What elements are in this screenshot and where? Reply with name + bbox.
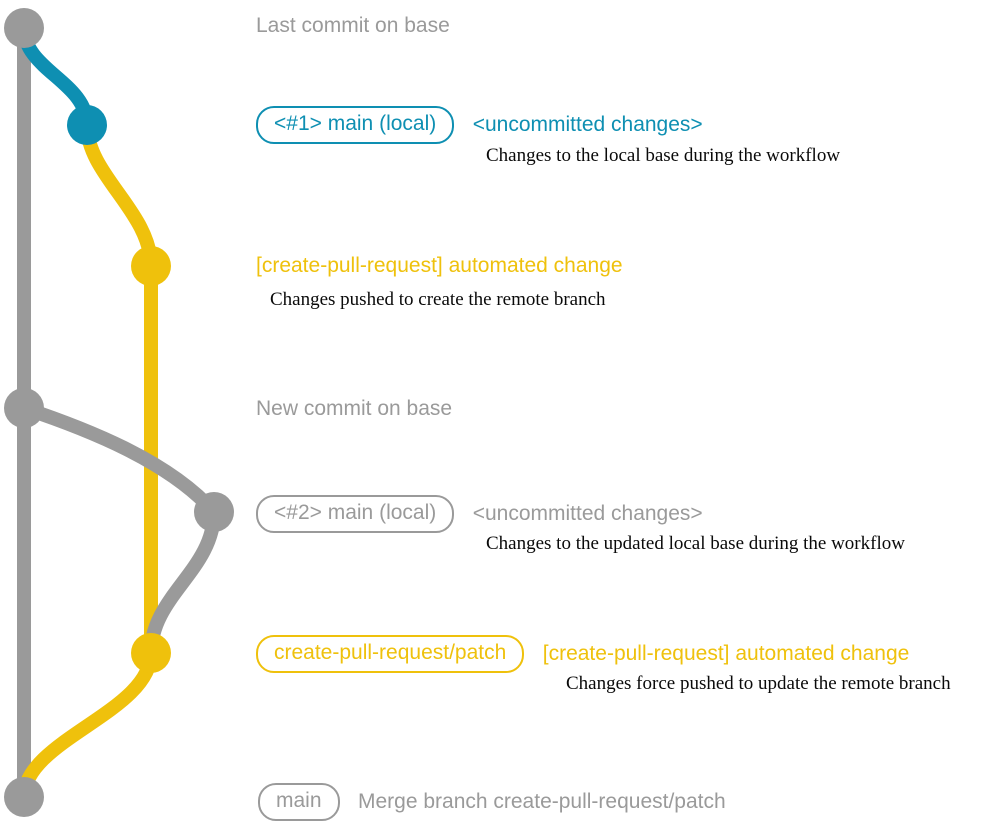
row-local-commit-1: <#1> main (local) <uncommitted changes> bbox=[256, 106, 703, 144]
node-local-uncommitted-2 bbox=[194, 492, 234, 532]
heading-last-commit-on-base: Last commit on base bbox=[256, 14, 450, 37]
row-last-commit: Last commit on base bbox=[256, 13, 450, 39]
edge-patchforce-to-merge bbox=[17, 646, 158, 804]
edge-base-to-local2 bbox=[17, 401, 221, 519]
node-patch-forced bbox=[131, 633, 171, 673]
row-patch-create: [create-pull-request] automated change bbox=[256, 254, 623, 278]
commit-title-uncommitted-2: <uncommitted changes> bbox=[472, 502, 703, 525]
branch-badge-main-local-1[interactable]: <#1> main (local) bbox=[256, 106, 455, 144]
node-local-uncommitted-1 bbox=[67, 105, 107, 145]
commit-subtitle-patch-force: Changes force pushed to update the remot… bbox=[566, 673, 951, 694]
node-base-new bbox=[4, 388, 44, 428]
row-merge-commit: main Merge branch create-pull-request/pa… bbox=[258, 783, 726, 821]
commit-subtitle-local-1: Changes to the local base during the wor… bbox=[486, 145, 841, 166]
node-patch-created bbox=[131, 246, 171, 286]
branch-badge-main-local-2[interactable]: <#2> main (local) bbox=[256, 495, 455, 533]
branch-badge-main[interactable]: main bbox=[258, 783, 340, 821]
row-local-commit-2: <#2> main (local) <uncommitted changes> bbox=[256, 495, 703, 533]
node-base-merge bbox=[4, 777, 44, 817]
commit-title-uncommitted-1: <uncommitted changes> bbox=[472, 113, 703, 136]
node-base-initial bbox=[4, 8, 44, 48]
commit-title-automated-change-2: [create-pull-request] automated change bbox=[542, 642, 910, 665]
commit-subtitle-patch-create: Changes pushed to create the remote bran… bbox=[270, 289, 606, 310]
heading-new-commit-on-base: New commit on base bbox=[256, 397, 453, 420]
row-new-commit: New commit on base bbox=[256, 396, 452, 422]
branch-badge-create-pull-request-patch[interactable]: create-pull-request/patch bbox=[256, 635, 525, 673]
commit-title-automated-change-1: [create-pull-request] automated change bbox=[256, 254, 623, 277]
commit-nodes bbox=[4, 8, 234, 817]
commit-title-merge-branch: Merge branch create-pull-request/patch bbox=[357, 790, 726, 813]
commit-subtitle-local-2: Changes to the updated local base during… bbox=[486, 533, 905, 554]
row-patch-force: create-pull-request/patch [create-pull-r… bbox=[256, 635, 909, 673]
